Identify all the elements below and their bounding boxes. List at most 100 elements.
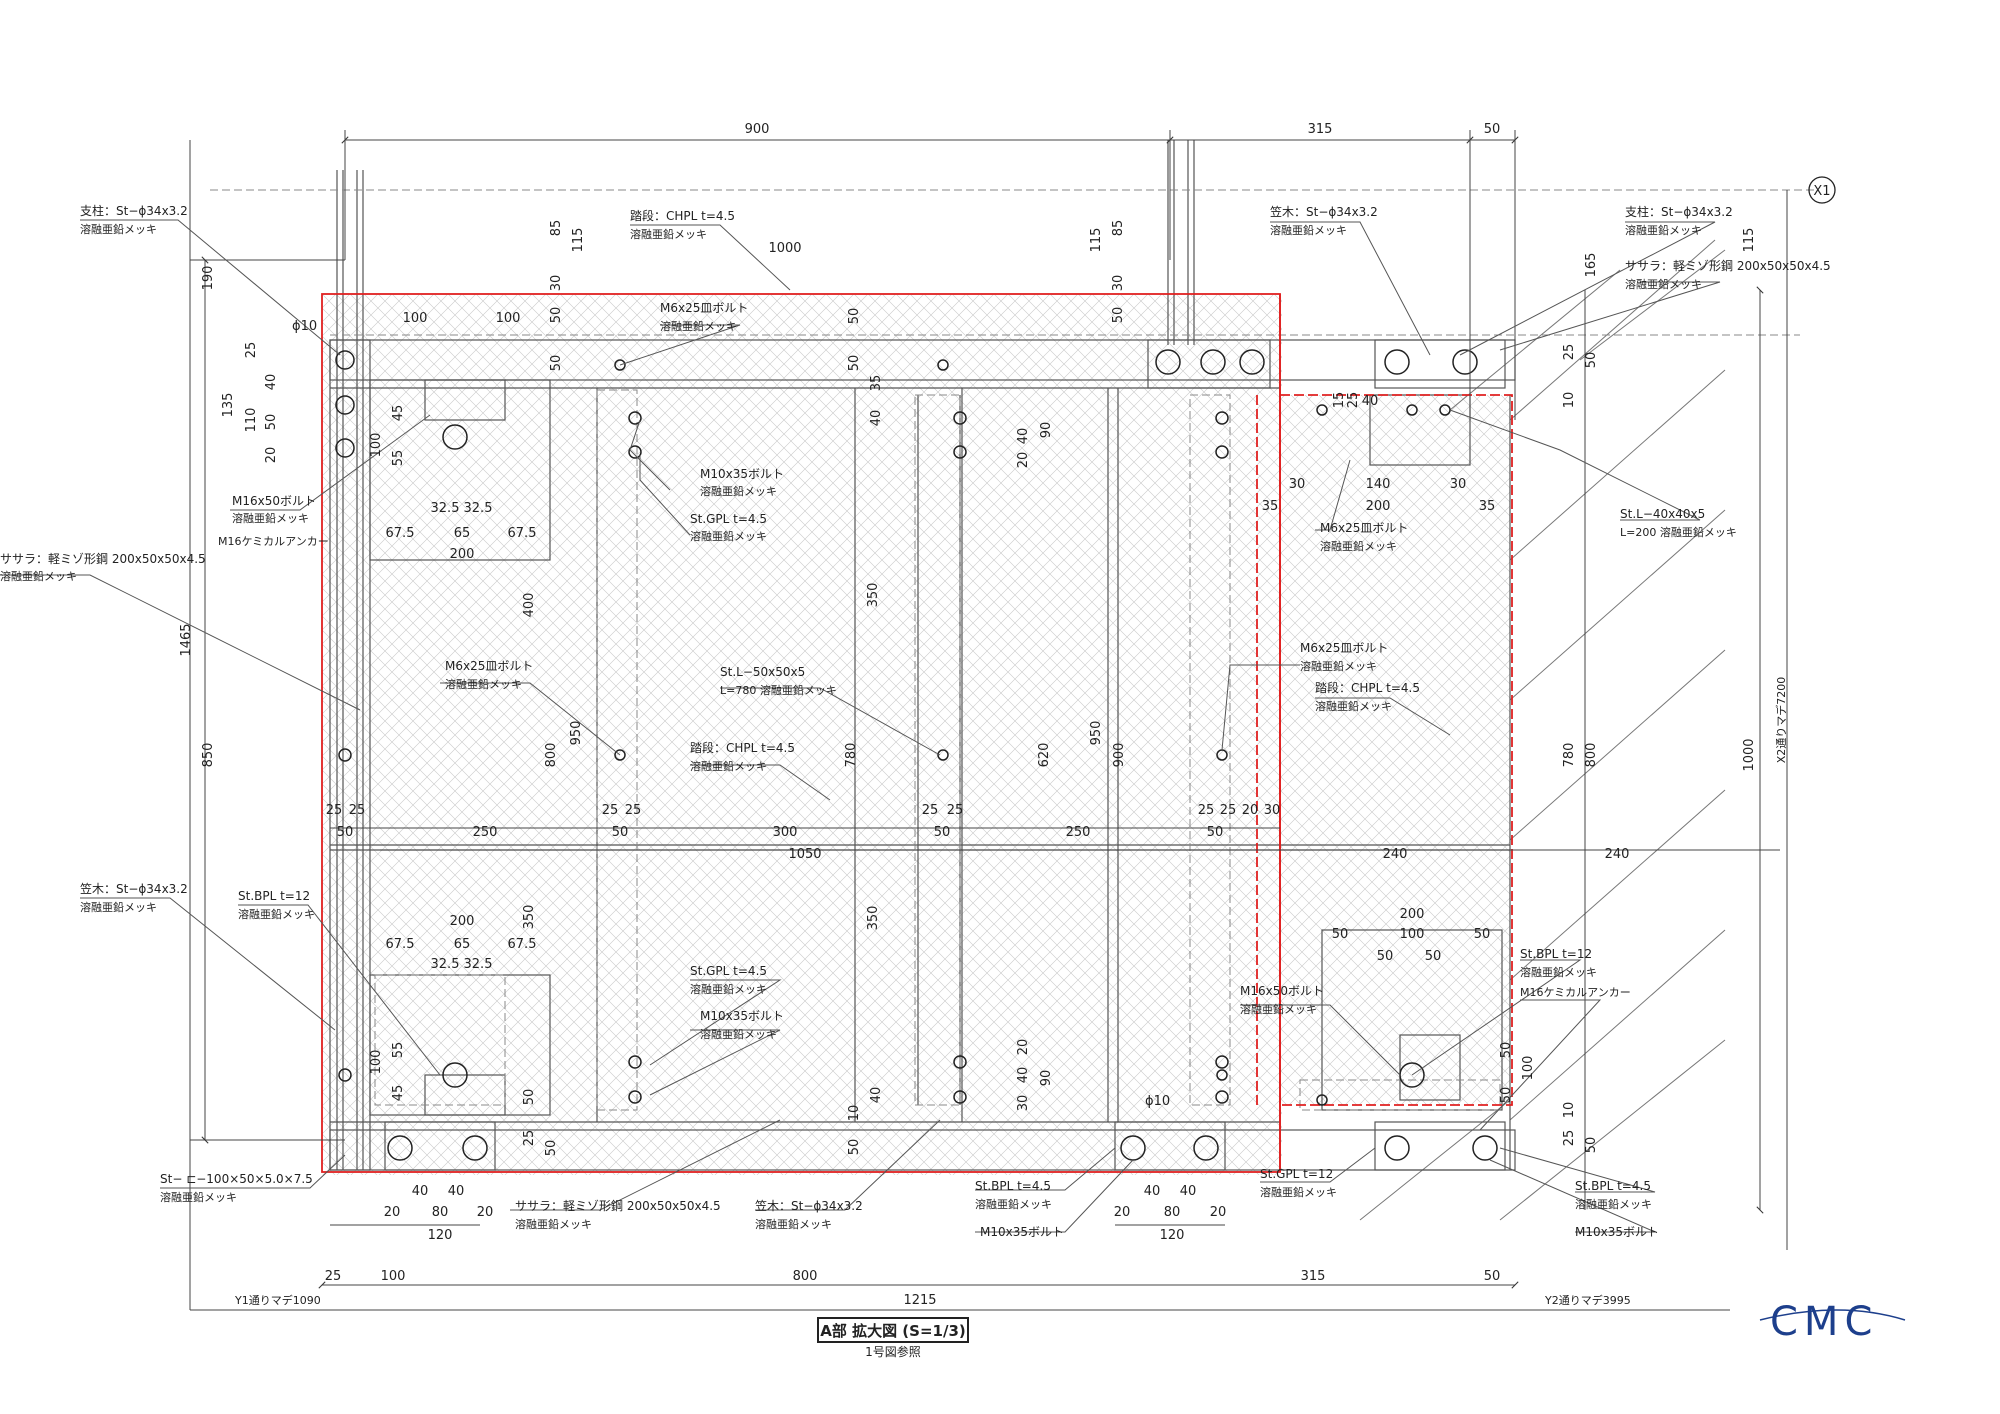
- dim-text: 32.5: [464, 957, 493, 972]
- dimension-lines: [189, 130, 1788, 1311]
- dim-text: 900: [1112, 743, 1127, 768]
- dim-text: 20: [1242, 803, 1259, 818]
- dim-text: 200: [450, 547, 475, 562]
- bolt: [953, 445, 967, 459]
- bottom-plate-mid: [1114, 1121, 1226, 1171]
- dim-text: 32.5: [431, 501, 460, 516]
- leader-lines: [0, 219, 1721, 1233]
- note-channel: St− ⊏−100×50×5.0×7.5: [160, 1172, 313, 1186]
- note-stringer-left: ササラ：軽ミゾ形鋼 200x50x50x4.5: [0, 552, 206, 566]
- note-m16-bolt-2-finish: 溶融亜鉛メッキ: [1240, 1002, 1317, 1016]
- dim-text: 300: [773, 825, 798, 840]
- grating-panel-landing: [1280, 395, 1510, 1105]
- dim-text: 40: [1144, 1184, 1161, 1199]
- dim-text: 50: [1332, 927, 1349, 942]
- dim-text: 50: [612, 825, 629, 840]
- bolt: [1215, 1090, 1229, 1104]
- dim-text: 25: [625, 803, 642, 818]
- wall-hatch: [1359, 239, 1726, 1221]
- dim-text: 25: [1220, 803, 1237, 818]
- dim-text: 25: [1346, 392, 1361, 409]
- bolt: [628, 1055, 642, 1069]
- dim-text: 40: [1016, 1067, 1031, 1084]
- dim-text: 35: [869, 375, 884, 392]
- dim-text: 90: [1039, 1070, 1054, 1087]
- note-handrail-left-finish: 溶融亜鉛メッキ: [80, 900, 157, 914]
- bolt: [1316, 404, 1328, 416]
- note-handrail-bottom-finish: 溶融亜鉛メッキ: [755, 1217, 832, 1231]
- dim-text: 1050: [788, 847, 821, 862]
- dim-text: 50: [1207, 825, 1224, 840]
- dim-text: 30: [1016, 1095, 1031, 1112]
- dim-text: 200: [1366, 499, 1391, 514]
- logo-text: CMC: [1770, 1299, 1878, 1345]
- dim-text: 900: [745, 122, 770, 137]
- bolt: [614, 749, 626, 761]
- dim-text: 40: [448, 1184, 465, 1199]
- bolt: [937, 749, 949, 761]
- note-stringer-right-finish: 溶融亜鉛メッキ: [1625, 277, 1702, 291]
- bolt: [1193, 1135, 1219, 1161]
- dim-text: 67.5: [508, 937, 537, 952]
- dim-text: 50: [1377, 949, 1394, 964]
- dim-text: 50: [1484, 1269, 1501, 1284]
- dim-text: 67.5: [386, 937, 415, 952]
- bolt: [462, 1135, 488, 1161]
- note-m10-bolt-2-finish: 溶融亜鉛メッキ: [700, 1027, 777, 1041]
- note-post-left: 支柱：St−ϕ34x3.2: [80, 203, 188, 218]
- note-post-right: 支柱：St−ϕ34x3.2: [1625, 204, 1733, 219]
- dim-text: 800: [544, 743, 559, 768]
- note-gusset-1: St.GPL t=4.5: [690, 512, 767, 526]
- dim-text: 100: [403, 311, 428, 326]
- bolt: [628, 1090, 642, 1104]
- dim-text: 115: [571, 228, 586, 253]
- dim-text: 30: [1289, 477, 1306, 492]
- bolt: [335, 350, 355, 370]
- note-tread-top: 踏段：CHPL t=4.5: [630, 208, 735, 223]
- dim-text: ϕ10: [292, 319, 317, 334]
- dim-text: 55: [391, 1042, 406, 1059]
- dim-text: 950: [1089, 721, 1104, 746]
- dim-text: 25: [947, 803, 964, 818]
- note-m6-bolt-1-finish: 溶融亜鉛メッキ: [660, 319, 737, 333]
- note-tread-landing: 踏段：CHPL t=4.5: [1315, 680, 1420, 695]
- dim-text: 1000: [1742, 738, 1757, 771]
- bottom-plate-left: [384, 1121, 496, 1171]
- dim-text: 40: [869, 410, 884, 427]
- bolt: [628, 445, 642, 459]
- dim-text: 50: [544, 1140, 559, 1157]
- dim-text: 30: [1450, 477, 1467, 492]
- note-m16-anchor-1: M16ケミカルアンカー: [218, 535, 329, 548]
- dim-text: 85: [549, 220, 564, 237]
- note-m16-bolt-1: M16x50ボルト: [232, 494, 316, 508]
- bolt: [1384, 1135, 1410, 1161]
- note-bpl-45-1: St.BPL t=4.5: [975, 1179, 1051, 1193]
- bottom-stringer: [329, 1129, 1516, 1171]
- dim-text: 120: [428, 1228, 453, 1243]
- dim-text: 50: [847, 308, 862, 325]
- bolt: [1472, 1135, 1498, 1161]
- dim-text: 350: [866, 583, 881, 608]
- dim-text: 25: [244, 342, 259, 359]
- cmc-logo: CMC: [1759, 1299, 1906, 1345]
- dim-text: 50: [847, 355, 862, 372]
- bolt: [1200, 349, 1226, 375]
- note-stringer-bottom: ササラ：軽ミゾ形鋼 200x50x50x4.5: [515, 1199, 721, 1213]
- note-bpl-45-1-finish: 溶融亜鉛メッキ: [975, 1197, 1052, 1211]
- grid-bubble-label: X1: [1813, 184, 1830, 199]
- note-m16-anchor-2: M16ケミカルアンカー: [1520, 986, 1631, 999]
- annotations: 支柱：St−ϕ34x3.2 溶融亜鉛メッキ 踏段：CHPL t=4.5 溶融亜鉛…: [0, 203, 1831, 1239]
- dim-text: 50: [522, 1089, 537, 1106]
- note-bpl-45-2: St.BPL t=4.5: [1575, 1179, 1651, 1193]
- note-handrail-top: 笠木：St−ϕ34x3.2: [1270, 204, 1378, 219]
- dim-text: 50: [934, 825, 951, 840]
- grid-bubble: X1: [1808, 176, 1836, 204]
- dim-text: 200: [1400, 907, 1425, 922]
- note-m6-bolt-3-finish: 溶融亜鉛メッキ: [1300, 659, 1377, 673]
- note-gusset-2-finish: 溶融亜鉛メッキ: [690, 982, 767, 996]
- dim-text: 315: [1308, 122, 1333, 137]
- bolt: [1216, 1069, 1228, 1081]
- dim-text: 85: [1111, 220, 1126, 237]
- dim-text: 780: [844, 743, 859, 768]
